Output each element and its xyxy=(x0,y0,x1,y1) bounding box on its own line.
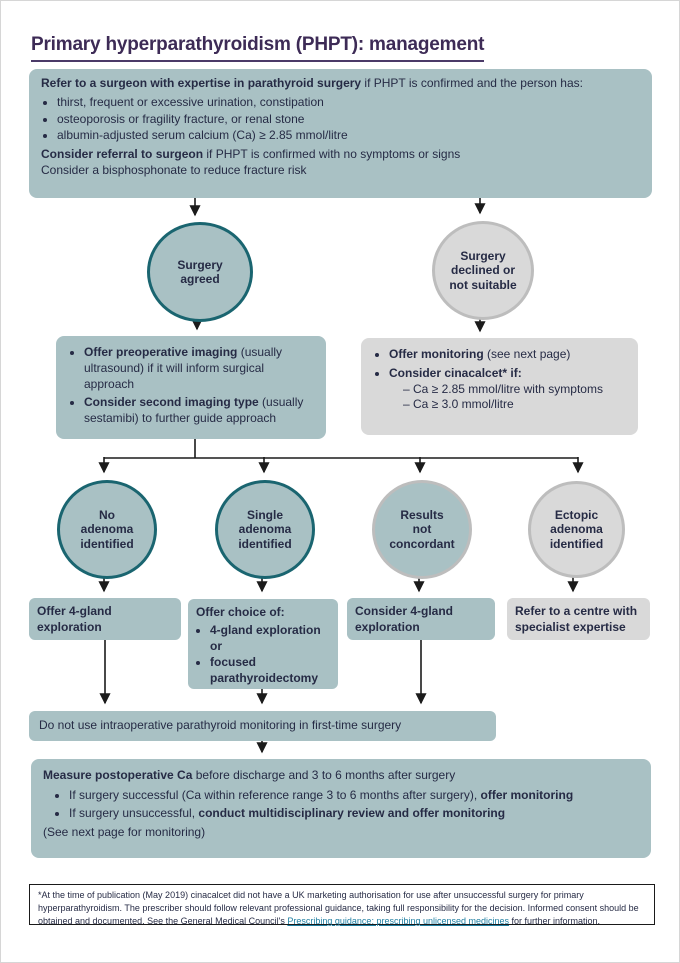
list-item: thirst, frequent or excessive urination,… xyxy=(57,95,640,111)
list-item: Offer monitoring (see next page) xyxy=(389,347,626,363)
referral-criteria-list: thirst, frequent or excessive urination,… xyxy=(41,95,640,144)
referral-heading: Refer to a surgeon with expertise in par… xyxy=(41,76,583,90)
postop-lead: Measure postoperative Ca before discharg… xyxy=(43,768,456,782)
list-item: If surgery unsuccessful, conduct multidi… xyxy=(69,806,639,822)
see-next-page-line: (See next page for monitoring) xyxy=(43,825,206,840)
circle-single-adenoma: Single adenoma identified xyxy=(215,480,315,579)
list-item: If surgery successful (Ca within referen… xyxy=(69,788,639,804)
list-item: Consider second imaging type (usually se… xyxy=(84,395,314,427)
cinacalcet-threshold: – Ca ≥ 3.0 mmol/litre xyxy=(403,397,514,412)
list-item: Consider cinacalcet* if: – Ca ≥ 2.85 mmo… xyxy=(389,366,626,413)
specialist-centre-box: Refer to a centre with specialist expert… xyxy=(507,598,650,640)
postoperative-box: Measure postoperative Ca before discharg… xyxy=(31,759,651,858)
footnote-text: *At the time of publication (May 2019) c… xyxy=(38,890,639,927)
list-item: Offer preoperative imaging (usually ultr… xyxy=(84,345,314,392)
circle-results-not-concordant: Results not concordant xyxy=(372,480,472,579)
footnote-text: for further information. xyxy=(509,916,601,927)
list-item: 4-gland exploration or xyxy=(210,623,330,655)
referral-criteria-box: Refer to a surgeon with expertise in par… xyxy=(29,69,652,198)
preoperative-imaging-box: Offer preoperative imaging (usually ultr… xyxy=(56,336,326,439)
cinacalcet-threshold: – Ca ≥ 2.85 mmol/litre with symptoms xyxy=(403,381,603,396)
cinacalcet-footnote-box: *At the time of publication (May 2019) c… xyxy=(29,884,655,927)
no-intraoperative-monitoring-box: Do not use intraoperative parathyroid mo… xyxy=(29,711,496,741)
consider-four-gland-box: Consider 4-gland exploration xyxy=(347,598,495,640)
offer-choice-box: Offer choice of: 4-gland exploration or … xyxy=(188,599,338,689)
circle-ectopic-adenoma: Ectopic adenoma identified xyxy=(528,481,625,578)
circle-surgery-agreed: Surgery agreed xyxy=(147,222,253,322)
page-title: Primary hyperparathyroidism (PHPT): mana… xyxy=(31,34,484,62)
monitoring-cinacalcet-box: Offer monitoring (see next page) Conside… xyxy=(361,338,638,435)
circle-no-adenoma: No adenoma identified xyxy=(57,480,157,579)
list-item: focused parathyroidectomy xyxy=(210,655,330,687)
offer-four-gland-box: Offer 4-gland exploration xyxy=(29,598,181,640)
consider-referral-line: Consider referral to surgeon if PHPT is … xyxy=(41,147,461,162)
prescribing-guidance-link[interactable]: Prescribing guidance: prescribing unlice… xyxy=(287,916,510,927)
list-item: osteoporosis or fragility fracture, or r… xyxy=(57,112,640,128)
circle-surgery-declined: Surgery declined or not suitable xyxy=(432,221,534,320)
choice-heading: Offer choice of: xyxy=(196,605,285,619)
list-item: albumin-adjusted serum calcium (Ca) ≥ 2.… xyxy=(57,128,640,144)
bisphosphonate-line: Consider a bisphosphonate to reduce frac… xyxy=(41,163,307,178)
